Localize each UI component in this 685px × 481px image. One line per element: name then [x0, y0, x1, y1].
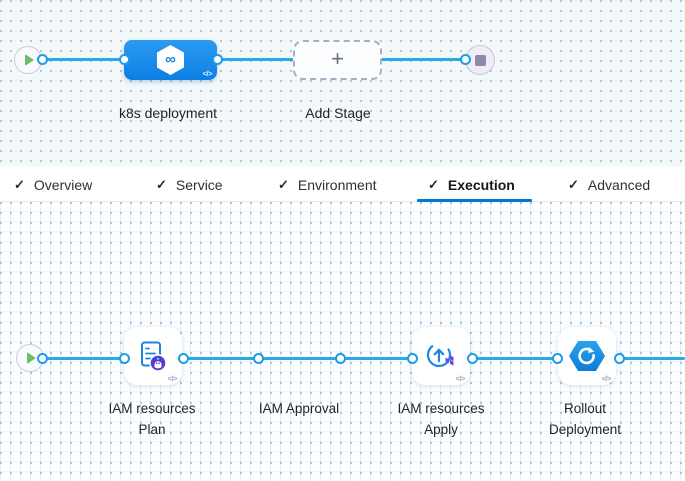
yaml-code-icon: </>	[455, 374, 466, 383]
stage-node-k8s-deployment[interactable]: ∞ </>	[124, 40, 217, 80]
connector-port	[177, 352, 189, 364]
check-icon: ✓	[568, 176, 579, 192]
connector-port	[466, 352, 478, 364]
check-icon: ✓	[278, 176, 289, 192]
check-icon: ✓	[428, 176, 439, 192]
step-node-iam-resources-apply[interactable]: </>	[412, 327, 470, 385]
step-label: Rollout Deployment	[548, 401, 622, 437]
connector-port	[36, 352, 48, 364]
add-stage-button[interactable]: +	[293, 40, 382, 80]
connector-port	[252, 352, 264, 364]
add-stage-label: Add Stage	[305, 105, 371, 121]
stage-config-tabs: ✓ Overview ✓ Service ✓ Environment ✓ Exe…	[0, 167, 685, 202]
terraform-plan-icon	[141, 341, 167, 372]
k8s-rolling-icon	[569, 341, 605, 371]
connector-port	[118, 352, 130, 364]
step-label: IAM Approval	[258, 401, 340, 416]
check-icon: ✓	[156, 176, 167, 192]
execution-graph-canvas[interactable]: </> </>	[0, 202, 685, 481]
tab-environment[interactable]: ✓ Environment	[278, 176, 377, 193]
tab-advanced[interactable]: ✓ Advanced	[568, 176, 651, 193]
stage-graph-canvas[interactable]: ∞ </> + k8s deployment Add Stage	[0, 0, 685, 167]
cd-hexagon-infinity-icon: ∞	[157, 45, 184, 75]
yaml-code-icon: </>	[601, 374, 612, 383]
yaml-code-icon: </>	[167, 374, 178, 383]
connector-port	[36, 53, 48, 65]
execution-connector-line	[30, 357, 685, 360]
tab-service[interactable]: ✓ Service	[156, 176, 223, 193]
connector-port	[613, 352, 625, 364]
step-node-iam-resources-plan[interactable]: </>	[124, 327, 182, 385]
connector-port	[118, 53, 130, 65]
connector-port	[406, 352, 418, 364]
step-node-rollout-deployment[interactable]: </>	[558, 327, 616, 385]
connector-port	[211, 53, 223, 65]
step-label: IAM resources Apply	[397, 401, 485, 437]
connector-port	[551, 352, 563, 364]
connector-port	[334, 352, 346, 364]
play-icon	[26, 352, 36, 364]
yaml-code-icon: </>	[202, 69, 213, 78]
stop-icon	[474, 54, 486, 66]
tab-execution[interactable]: ✓ Execution	[417, 167, 532, 202]
stage-connector-line	[28, 58, 480, 61]
stage-label: k8s deployment	[118, 105, 218, 121]
tab-overview[interactable]: ✓ Overview	[14, 176, 93, 193]
terraform-apply-icon	[426, 342, 454, 368]
check-icon: ✓	[14, 176, 25, 192]
plus-icon: +	[331, 46, 344, 71]
play-icon	[24, 54, 34, 66]
step-label: IAM resources Plan	[108, 401, 196, 437]
connector-port	[459, 53, 471, 65]
